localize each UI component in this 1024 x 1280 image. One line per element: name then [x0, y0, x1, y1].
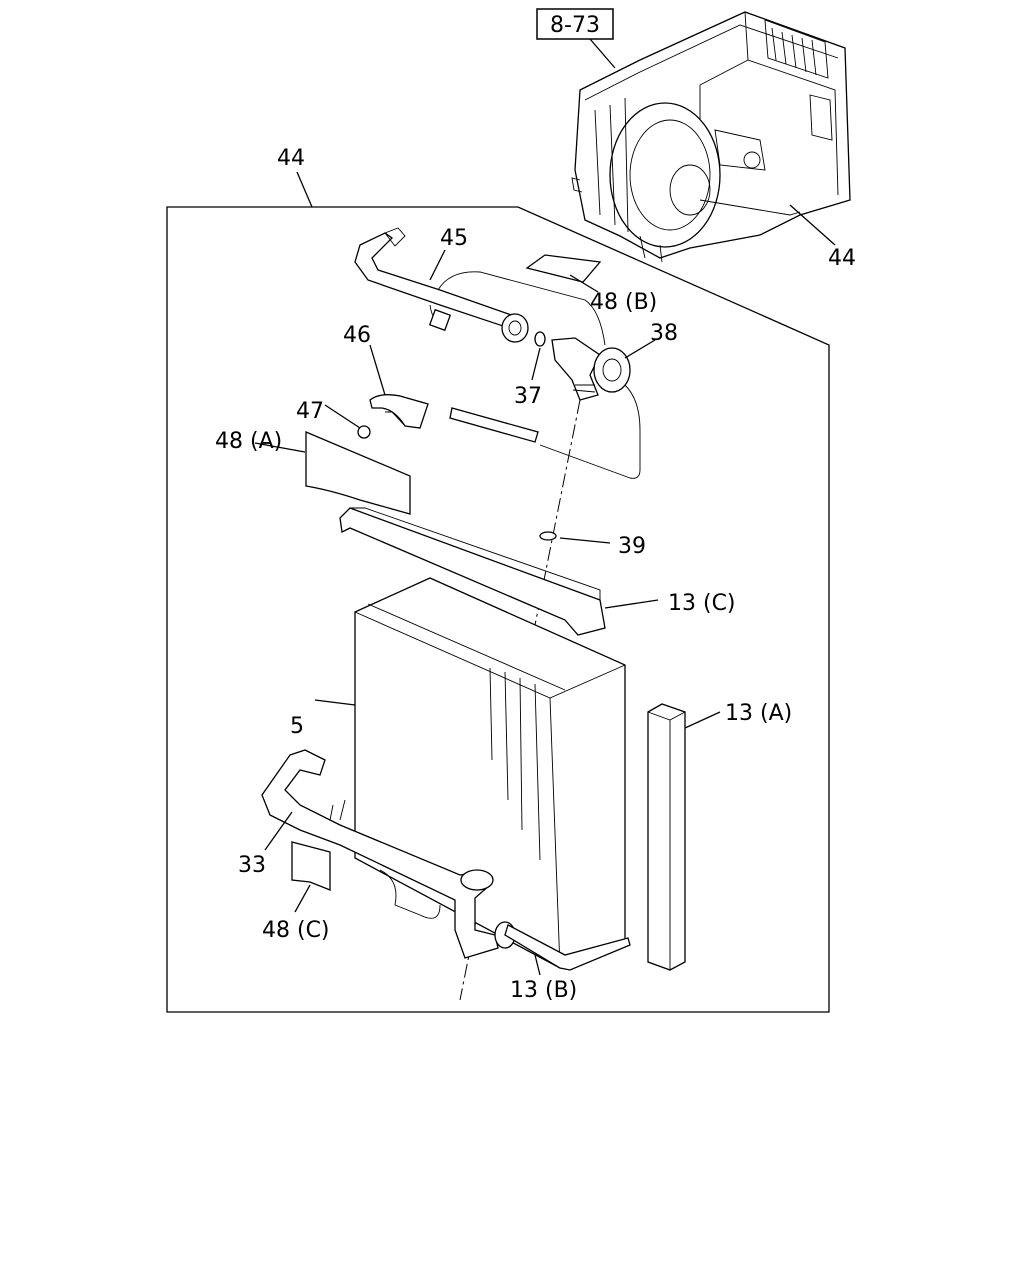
assembly-frame	[166, 206, 830, 1013]
c39-leader	[559, 537, 611, 544]
c13c-leader	[604, 599, 659, 609]
callout-5: 5	[290, 714, 304, 739]
callout-46: 46	[343, 323, 371, 348]
evaporator-core-5	[354, 577, 626, 969]
callout-47: 47	[296, 399, 324, 424]
clip-46	[369, 394, 429, 429]
c5-leader	[314, 699, 356, 706]
reference-box-label: 8-73	[550, 13, 600, 38]
expansion-valve-38	[539, 337, 641, 479]
seal-13a	[647, 703, 686, 971]
pad-48a	[305, 431, 411, 515]
screw-47	[357, 425, 371, 439]
c13b-leader	[534, 954, 541, 976]
callout-13a: 13 (A)	[725, 701, 792, 726]
pipe-45	[354, 227, 606, 346]
c48b-leader	[569, 274, 599, 293]
c33-leader	[264, 811, 293, 851]
seal-13b	[504, 924, 631, 971]
ref-leader	[589, 38, 616, 69]
callout-48c: 48 (C)	[262, 918, 330, 943]
c44-right-leader	[789, 204, 836, 246]
reference-box[interactable]: 8-73	[536, 8, 614, 40]
callout-48a: 48 (A)	[215, 429, 282, 454]
sensor-rod	[449, 407, 539, 443]
c47-leader	[324, 404, 361, 429]
callout-33: 33	[238, 853, 266, 878]
seal-13c	[339, 507, 606, 636]
c38-leader	[624, 339, 656, 359]
callout-45: 45	[440, 226, 468, 251]
pad-48b	[525, 254, 602, 283]
c13a-leader	[684, 711, 721, 729]
callout-13c: 13 (C)	[668, 591, 736, 616]
callout-39: 39	[618, 534, 646, 559]
callout-38: 38	[650, 321, 678, 346]
callout-48b: 48 (B)	[590, 290, 657, 315]
callout-37: 37	[514, 384, 542, 409]
callout-44-right: 44	[828, 246, 856, 271]
c44-top-leader	[296, 171, 313, 208]
c48a-leader	[254, 442, 306, 453]
c48c-leader	[294, 884, 311, 913]
oring-37	[534, 331, 546, 347]
c46-leader	[369, 344, 386, 396]
c45-leader	[429, 249, 446, 281]
blower-unit-assembly	[571, 11, 851, 263]
c37-leader	[531, 347, 541, 381]
callout-13b: 13 (B)	[510, 978, 577, 1003]
pad-48c	[291, 841, 331, 891]
callout-44-top: 44	[277, 146, 305, 171]
washer-39	[539, 531, 557, 541]
